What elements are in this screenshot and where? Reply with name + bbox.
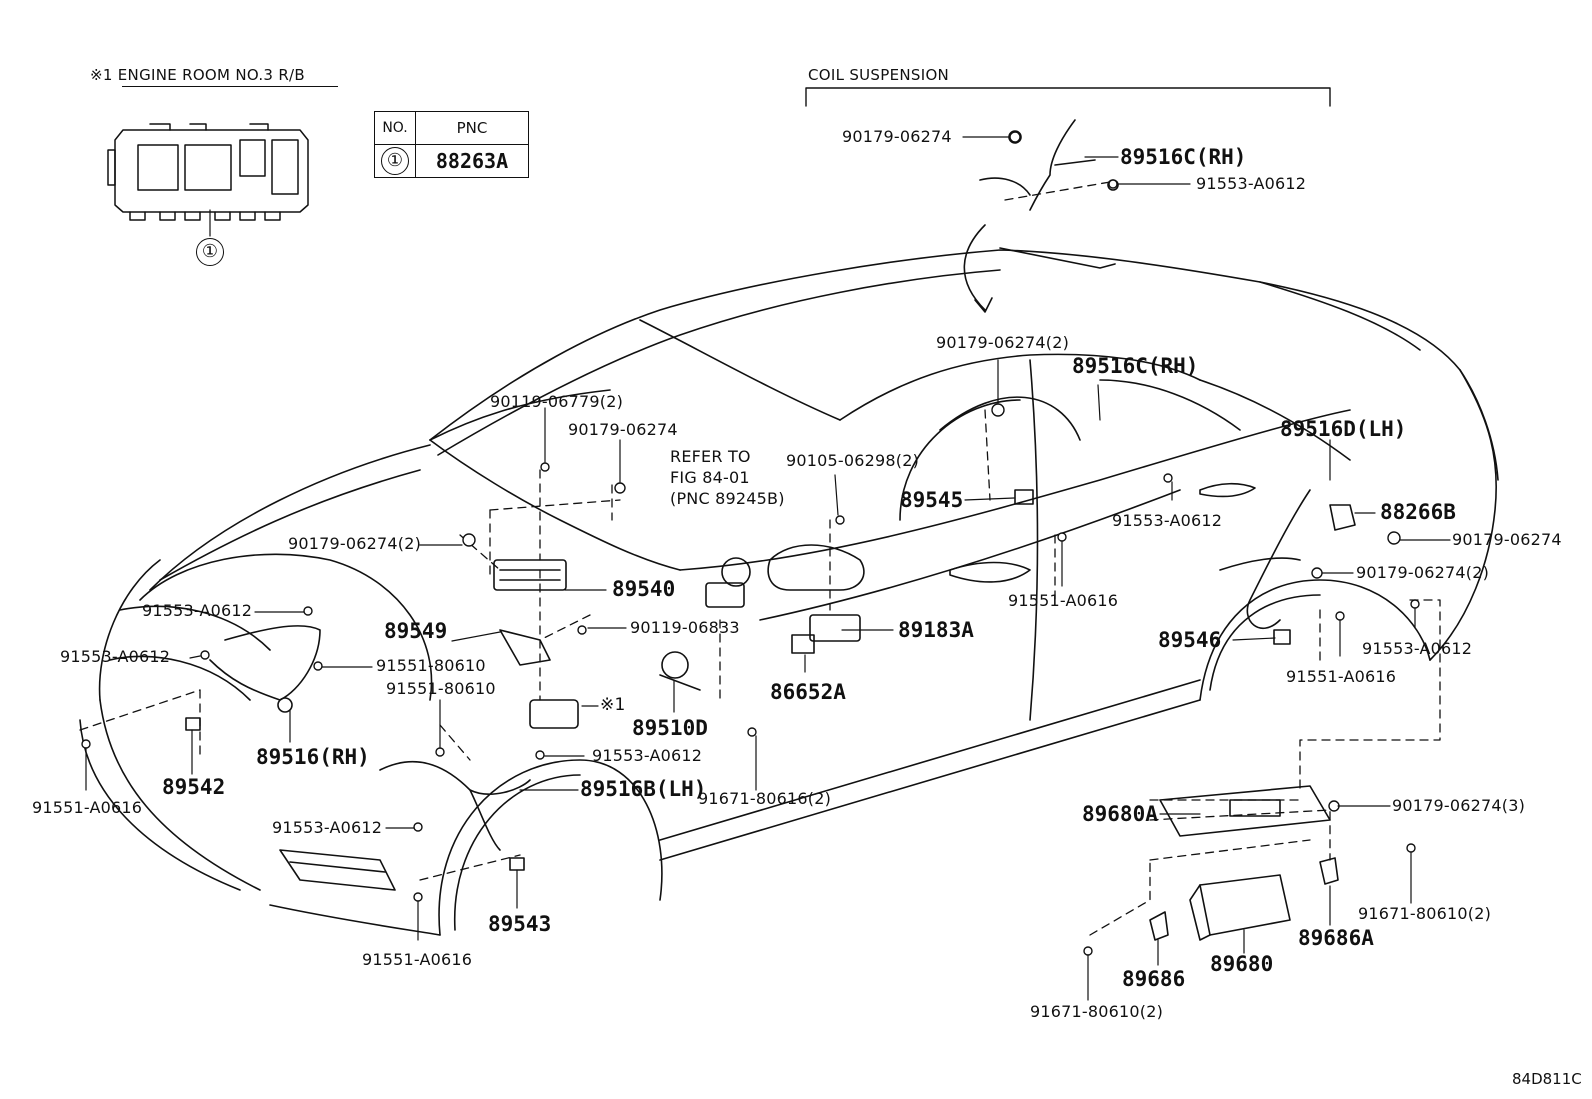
- label-89686a: 89686A: [1298, 926, 1374, 950]
- label-note-1: ※1: [600, 695, 626, 715]
- label-89516-rh: 89516(RH): [256, 745, 370, 769]
- label-91553-a0612-fl2: 91553-A0612: [60, 647, 171, 666]
- label-88266b: 88266B: [1380, 500, 1456, 524]
- callout-1: ①: [196, 238, 224, 266]
- refer-line2: FIG 84-01: [670, 468, 750, 487]
- label-89542: 89542: [162, 775, 226, 799]
- label-91671-80610-2-b: 91671-80610(2): [1030, 1002, 1164, 1021]
- label-89549: 89549: [384, 619, 448, 643]
- label-90179-06274-3: 90179-06274(3): [1392, 796, 1526, 815]
- header-no: NO.: [374, 111, 416, 145]
- label-91553-a0612-lower: 91553-A0612: [272, 818, 383, 837]
- components: [185, 87, 1356, 941]
- pnc-table: NO. PNC ① 88263A: [374, 111, 529, 178]
- label-90119-06833: 90119-06833: [630, 618, 740, 637]
- label-91551-a0616-rr: 91551-A0616: [1286, 667, 1397, 686]
- label-90119-06779-2: 90119-06779(2): [490, 392, 624, 411]
- label-91551-a0616-bottom: 91551-A0616: [362, 950, 473, 969]
- label-89680a: 89680A: [1082, 802, 1158, 826]
- label-91553-a0612-center: 91553-A0612: [592, 746, 703, 765]
- label-89540: 89540: [612, 577, 676, 601]
- label-90179-06274-2-mid: 90179-06274(2): [936, 333, 1070, 352]
- label-89543: 89543: [488, 912, 552, 936]
- label-91671-80616-2: 91671-80616(2): [698, 789, 832, 808]
- refer-line1: REFER TO: [670, 447, 751, 466]
- title-underline: [122, 86, 338, 87]
- label-90179-06274-2-rr: 90179-06274(2): [1356, 563, 1490, 582]
- row-pnc: 88263A: [415, 144, 529, 178]
- label-89183a: 89183A: [898, 618, 974, 642]
- row-no-circle: ①: [381, 147, 409, 175]
- label-90105-06298-2: 90105-06298(2): [786, 451, 920, 470]
- engine-room-title: ※1 ENGINE ROOM NO.3 R/B: [90, 66, 305, 84]
- label-90179-06274-top: 90179-06274: [842, 127, 952, 146]
- header-pnc: PNC: [415, 111, 529, 145]
- engine-room-title-text: ※1 ENGINE ROOM NO.3 R/B: [90, 66, 306, 84]
- label-89516d-lh: 89516D(LH): [1280, 417, 1407, 441]
- label-91551-a0616-fl: 91551-A0616: [32, 798, 143, 817]
- label-89680: 89680: [1210, 952, 1274, 976]
- label-89516b-lh: 89516B(LH): [580, 777, 707, 801]
- car-body-outline: [79, 249, 1499, 936]
- diagram-code: 84D811C: [1512, 1070, 1582, 1088]
- label-91553-a0612-top: 91553-A0612: [1196, 174, 1307, 193]
- label-91551-80610-b: 91551-80610: [386, 679, 496, 698]
- label-91553-a0612-rr: 91553-A0612: [1362, 639, 1473, 658]
- leader-lines: [85, 136, 1451, 1001]
- label-90179-06274-hood: 90179-06274: [568, 420, 678, 439]
- label-89686: 89686: [1122, 967, 1186, 991]
- label-89510d: 89510D: [632, 716, 708, 740]
- label-90179-06274-rr: 90179-06274: [1452, 530, 1562, 549]
- label-91671-80610-2-a: 91671-80610(2): [1358, 904, 1492, 923]
- label-90179-06274-2-left: 90179-06274(2): [288, 534, 422, 553]
- table-header-row: NO. PNC: [374, 111, 529, 145]
- table-row: ① 88263A: [374, 144, 529, 178]
- label-91553-a0612-door: 91553-A0612: [1112, 511, 1223, 530]
- label-89545: 89545: [900, 488, 964, 512]
- coil-suspension-title: COIL SUSPENSION: [808, 66, 950, 84]
- label-91553-a0612-fl1: 91553-A0612: [142, 601, 253, 620]
- label-91551-80610-a: 91551-80610: [376, 656, 486, 675]
- label-89516c-rh-mid: 89516C(RH): [1072, 354, 1199, 378]
- label-89516c-rh-top: 89516C(RH): [1120, 145, 1247, 169]
- label-86652a: 86652A: [770, 680, 846, 704]
- label-91551-a0616-door: 91551-A0616: [1008, 591, 1119, 610]
- refer-line3: (PNC 89245B): [670, 489, 785, 508]
- relay-block-inset: [107, 123, 309, 221]
- label-89546: 89546: [1158, 628, 1222, 652]
